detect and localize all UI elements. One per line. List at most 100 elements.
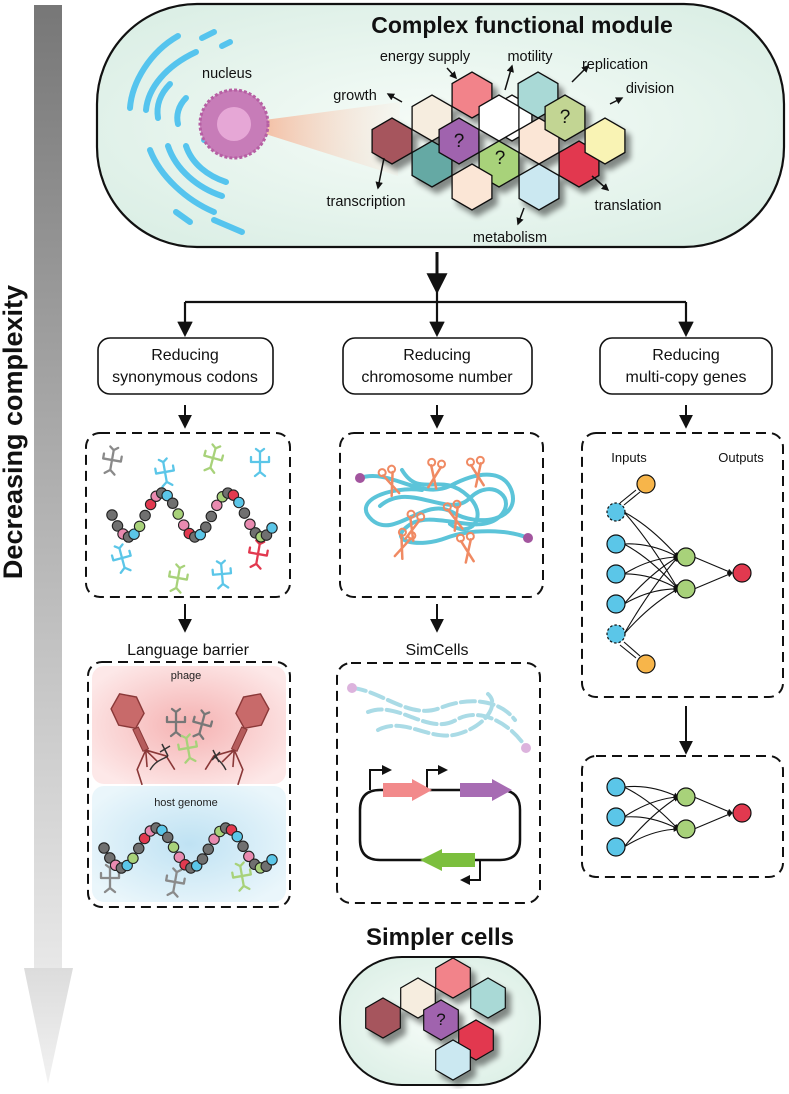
degraded-end-1 — [347, 683, 357, 693]
trna-icons — [101, 443, 271, 594]
network-edge — [623, 573, 679, 590]
host-glow — [92, 786, 286, 902]
trna-icon — [211, 559, 233, 590]
codon-bead — [200, 521, 212, 533]
network-mid-node — [676, 579, 696, 599]
network-orange-node — [636, 654, 656, 674]
complexity-arrow-head — [24, 968, 73, 1084]
bottom-title: Simpler cells — [366, 924, 514, 951]
network-edge — [619, 644, 637, 659]
label-transcription: transcription — [327, 194, 406, 210]
label-motility: motility — [507, 49, 553, 65]
honeycomb-simple — [365, 957, 506, 1081]
arrows-to-panels — [178, 405, 693, 429]
function-arrows — [375, 64, 624, 226]
strategy-1-line1: Reducing — [151, 347, 219, 364]
codon-bead-chain — [106, 487, 278, 543]
trna-icon — [249, 447, 271, 478]
codon-bead — [138, 832, 151, 845]
scissors-icon — [442, 499, 464, 532]
codon-bead — [133, 520, 146, 533]
label-replication: replication — [582, 57, 648, 73]
codon-bead — [139, 509, 151, 522]
network-edge — [623, 641, 641, 657]
plasmid-circuit — [358, 765, 522, 885]
strategy-box-multicopy: Reducing multi-copy genes — [599, 337, 773, 395]
top-module-title: Complex functional module — [371, 12, 673, 38]
network-mid-node — [676, 787, 696, 807]
hex-question-2: ? — [495, 148, 506, 169]
label-translation: translation — [595, 198, 662, 214]
degraded-end-2 — [521, 743, 531, 753]
trna-icon — [203, 443, 225, 474]
network-edge — [623, 786, 679, 830]
network-edge — [623, 796, 679, 848]
network-edge — [623, 556, 679, 605]
strategy-3-line1: Reducing — [652, 347, 720, 364]
side-label: Decreasing complexity — [0, 285, 28, 579]
network-output-node — [732, 803, 752, 823]
codon-bead — [106, 509, 118, 521]
network-input-node — [606, 777, 626, 797]
trna-icon — [177, 733, 199, 764]
network-input-node — [606, 837, 626, 857]
degraded-chromosome — [350, 686, 528, 750]
codon-bead — [231, 830, 243, 843]
panel-chromosomes — [339, 432, 544, 598]
network-mid-node — [676, 819, 696, 839]
network-edge — [693, 812, 734, 830]
strategy-1-line2: synonymous codons — [112, 369, 258, 386]
codon-bead — [243, 850, 255, 863]
scissors-icon — [465, 455, 485, 488]
codon-bead — [161, 831, 174, 844]
strategy-2-line1: Reducing — [403, 347, 471, 364]
phage-tail-curve — [213, 755, 227, 771]
codon-bead — [166, 497, 179, 510]
network-edge — [693, 572, 734, 590]
codon-bead — [111, 520, 124, 532]
network-edge — [623, 491, 641, 506]
hex-question-1: ? — [454, 131, 465, 152]
phage-glow — [92, 666, 286, 784]
network-edge — [623, 794, 680, 818]
codon-bead — [233, 496, 245, 509]
trna-icon — [231, 861, 253, 892]
codon-bead — [128, 528, 140, 540]
simple-hex — [435, 1039, 471, 1081]
phage-icons — [110, 693, 270, 786]
scissors-icon — [377, 464, 401, 498]
panel-network — [581, 432, 784, 698]
trna-icon — [247, 539, 269, 570]
network-edge — [623, 554, 680, 575]
codon-bead — [266, 522, 278, 534]
gene-arrow-purple — [460, 779, 512, 801]
simple-hex — [423, 999, 459, 1041]
inhibition-mark — [159, 743, 171, 757]
label-division: division — [626, 81, 674, 97]
host-bead-chain — [98, 822, 278, 874]
simple-hex — [435, 957, 471, 999]
network-orange-node — [636, 474, 656, 494]
module-hex — [544, 94, 586, 142]
simple-hex — [470, 977, 506, 1019]
module-hex — [451, 163, 493, 211]
codon-bead — [133, 842, 145, 855]
codon-bead — [205, 510, 218, 523]
trna-icon — [167, 563, 189, 594]
scissors-icon — [427, 457, 447, 490]
language-barrier-title: Language barrier — [127, 642, 250, 659]
gene-arrow-salmon — [383, 779, 432, 801]
module-hex — [584, 117, 626, 165]
scissors-icons — [377, 455, 485, 564]
network-output-node — [732, 563, 752, 583]
network-input-node — [606, 534, 626, 554]
nucleus-icon — [198, 88, 270, 160]
phage-icon — [204, 693, 270, 786]
trna-icon — [99, 863, 121, 894]
inputs-label: Inputs — [611, 450, 647, 465]
trna-icon — [110, 543, 132, 574]
network-mid-node — [676, 547, 696, 567]
hex-question-3: ? — [560, 107, 571, 128]
codon-bead — [172, 508, 184, 520]
